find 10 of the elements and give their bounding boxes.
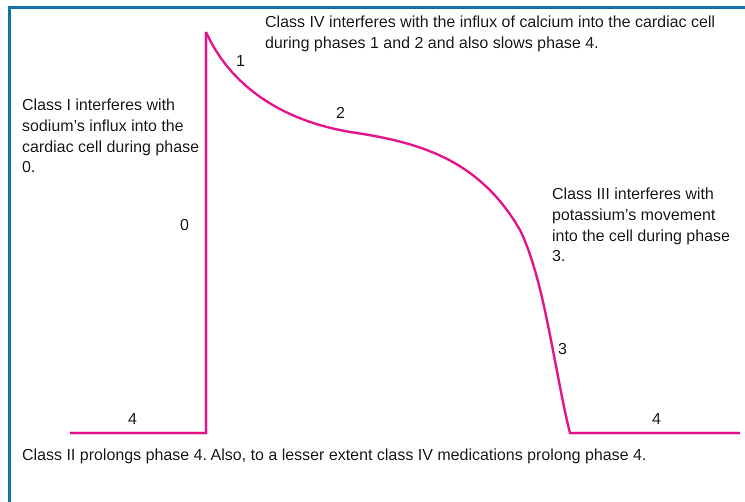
phase-number: 4 <box>652 410 661 430</box>
annotation-text: Class IV interferes with the influx of calcium into the cardiac cell during phases 1 and 2 and also slows phase 4. <box>265 13 716 54</box>
annotation-text: Class III interferes with potassium’s movement into the cell during phase 3. <box>552 185 731 268</box>
phase-number: 4 <box>128 410 137 430</box>
phase-number: 2 <box>336 104 345 124</box>
phase-number: 1 <box>236 52 245 72</box>
phase-number: 0 <box>180 216 189 236</box>
phase-number: 3 <box>558 340 567 360</box>
annotation-text: Class I interferes with sodium’s influx into the cardiac cell during phase 0. <box>22 96 200 178</box>
annotation-text: Class II prolongs phase 4. Also, to a lesser extent class IV medications prolong phase 4. <box>22 446 648 466</box>
